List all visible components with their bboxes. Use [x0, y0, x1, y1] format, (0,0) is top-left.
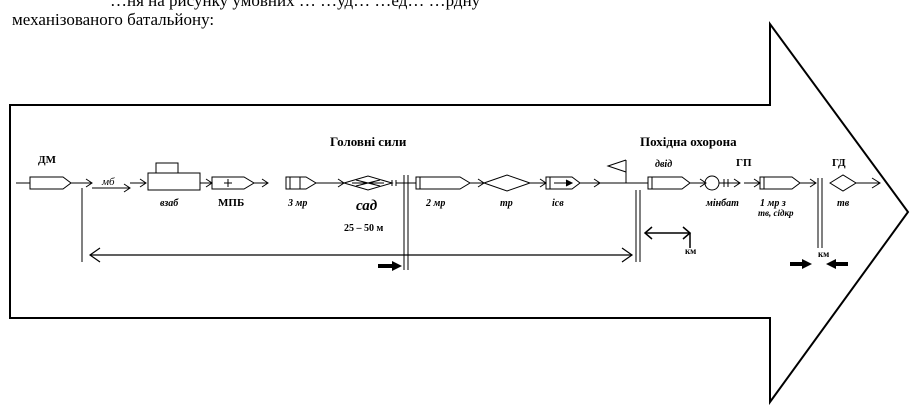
- minbat-symbol: [704, 175, 741, 191]
- gp-label: ГП: [736, 157, 752, 169]
- tv-label: тв: [837, 198, 850, 209]
- march-security-label: Похідна охорона: [640, 134, 737, 149]
- km-label-1: км: [685, 246, 696, 256]
- tr-label: тр: [500, 198, 513, 209]
- intro-text: …ня на рисунку умовних … …уд… …ед… …рдну…: [0, 0, 911, 40]
- dm-label: ДМ: [38, 154, 57, 166]
- intro-line-1: …ня на рисунку умовних … …уд… …ед… …рдну: [110, 0, 481, 10]
- dvid-label: двід: [655, 159, 672, 170]
- minbat-label: мінбат: [705, 198, 739, 209]
- km-label-2: км: [818, 249, 829, 259]
- mb-symbol: [92, 183, 131, 193]
- tv-symbol: [829, 174, 857, 192]
- gd-label: ГД: [832, 157, 846, 169]
- spacing-label: 25 – 50 м: [344, 223, 384, 234]
- tr-symbol: [482, 174, 532, 192]
- mr2-symbol: [415, 176, 471, 190]
- range-markers: [81, 175, 823, 270]
- vzab-label: взаб: [160, 198, 179, 209]
- mr2-label: 2 мр: [425, 198, 445, 209]
- main-forces-label: Головні сили: [330, 134, 407, 149]
- mr3-symbol: [285, 176, 317, 190]
- spacing-arrows: [378, 259, 848, 271]
- mr3-label: 3 мр: [287, 198, 307, 209]
- mr1-label: 1 мр з: [760, 198, 786, 209]
- column-length-arrow: [88, 247, 634, 263]
- isv-label: ісв: [552, 198, 564, 209]
- isv-symbol: [545, 176, 581, 190]
- dvid-symbol: [647, 176, 691, 190]
- mb-label: мб: [101, 176, 115, 188]
- mpb-symbol: [211, 176, 255, 190]
- sad-symbol: [342, 175, 404, 191]
- flag-symbol: [606, 159, 627, 183]
- march-line: [16, 176, 881, 190]
- mpb-label: МПБ: [218, 197, 244, 209]
- vzab-symbol: [147, 162, 201, 191]
- intro-line-2: механізованого батальйону:: [12, 10, 215, 29]
- big-direction-arrow: [9, 20, 910, 406]
- sad-label: сад: [356, 198, 378, 214]
- security-distance-arrow: [643, 226, 692, 248]
- mr1-sub-label: тв, сідкр: [758, 208, 794, 218]
- mr1-symbol: [759, 176, 801, 190]
